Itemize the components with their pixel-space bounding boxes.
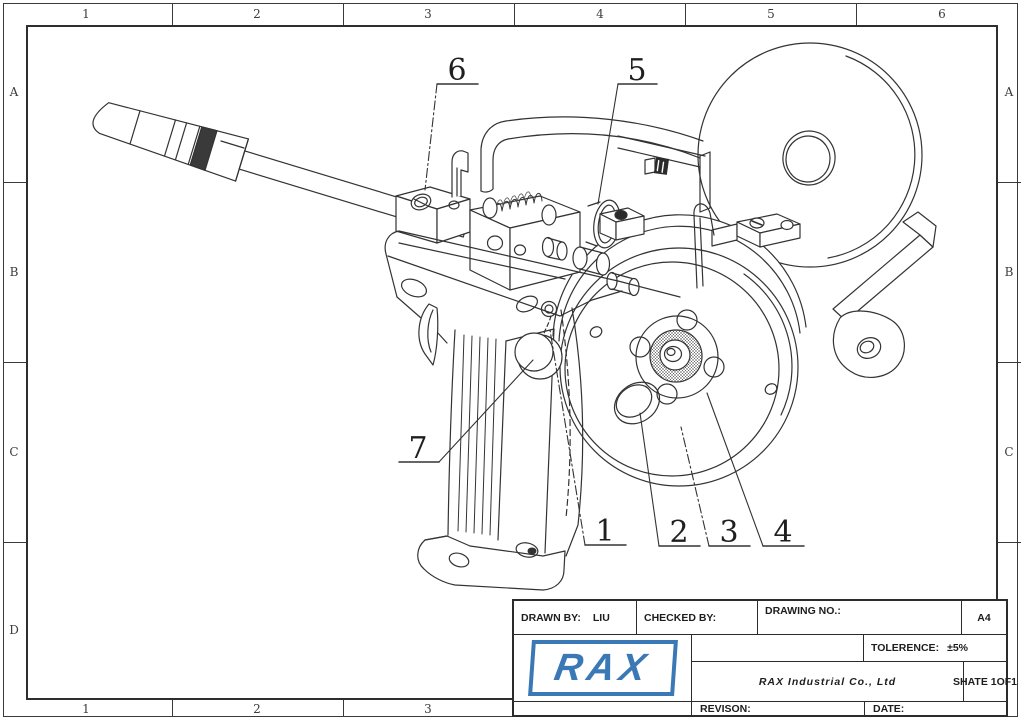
clamp-blocks [711,213,801,248]
tolerance-cell: TOLERENCE: ±5% [864,635,1006,662]
divider [998,182,1021,183]
row-label: A [9,85,19,99]
outer-border [3,3,1018,717]
col-label: 3 [424,7,432,21]
divider [514,3,515,25]
divider [3,542,26,543]
divider [343,3,344,25]
col-label: 1 [82,702,90,716]
sheet-cell: SHATE 1OF1 [953,662,1017,702]
callout-1: 1 [595,514,614,549]
gusset-fin [418,303,439,366]
top-bracket [480,116,704,193]
drawn-by-value: LIU [592,611,610,624]
paper-size: A4 [977,611,991,624]
logo-cell: RAX [514,635,692,702]
row-label: B [9,265,19,279]
callout-5: 5 [627,53,646,88]
divider [343,700,344,717]
callout-numbers: 1 2 3 4 5 6 7 [408,53,792,550]
row-label: C [1004,445,1014,459]
col-label: 1 [82,7,90,21]
col-label: 5 [767,7,775,21]
sheet-label: SHATE 1OF1 [953,675,1017,688]
tolerance-label: TOLERENCE: [871,642,940,654]
callout-6: 6 [447,53,466,88]
drawing-no-cell: DRAWING NO.: [758,601,962,635]
callout-7: 7 [408,431,427,466]
row-label: D [9,623,19,637]
divider [998,362,1021,363]
col-label: 2 [253,702,261,716]
divider [685,3,686,25]
revision-cell: REVISON: [692,702,865,715]
drawing-no-label: DRAWING NO.: [765,605,841,617]
title-block: DRAWN BY: LIU CHECKED BY: DRAWING NO.: A… [512,599,1017,717]
row-label: C [9,445,19,459]
handle [417,307,584,591]
drawn-by-label: DRAWN BY: [521,611,581,624]
row-label: A [1004,85,1014,99]
callout-4: 4 [773,515,792,550]
row-label: B [1004,265,1014,279]
callout-3: 3 [719,515,738,550]
col-label: 4 [596,7,604,21]
feeder-mechanism [395,150,715,297]
col-label: 2 [253,7,261,21]
col-label: 6 [938,7,946,21]
date-label: DATE: [873,702,905,715]
paper-size-cell: A4 [962,601,1006,635]
divider [856,3,857,25]
main-drum [559,247,799,487]
col-label: 3 [424,702,432,716]
empty-strip-cell [514,702,692,715]
company-name: RAX Industrial Co., Ltd [758,675,897,688]
rax-logo: RAX [528,640,678,696]
divider [3,182,26,183]
revision-label: REVISON: [700,702,751,715]
rax-logo-text: RAX [551,647,655,689]
checked-by-cell: CHECKED BY: [637,601,758,635]
divider [172,700,173,717]
divider [172,3,173,25]
date-cell: DATE: [865,702,1006,715]
empty-cell [692,635,864,662]
company-cell: RAX Industrial Co., Ltd [692,662,964,702]
drawn-by-cell: DRAWN BY: LIU [514,601,637,635]
callout-2: 2 [669,515,688,550]
divider [3,362,26,363]
leader-lines [398,83,805,547]
checked-by-label: CHECKED BY: [644,611,717,624]
tolerance-value: ±5% [947,642,969,654]
back-plate [617,135,711,213]
divider [998,542,1021,543]
